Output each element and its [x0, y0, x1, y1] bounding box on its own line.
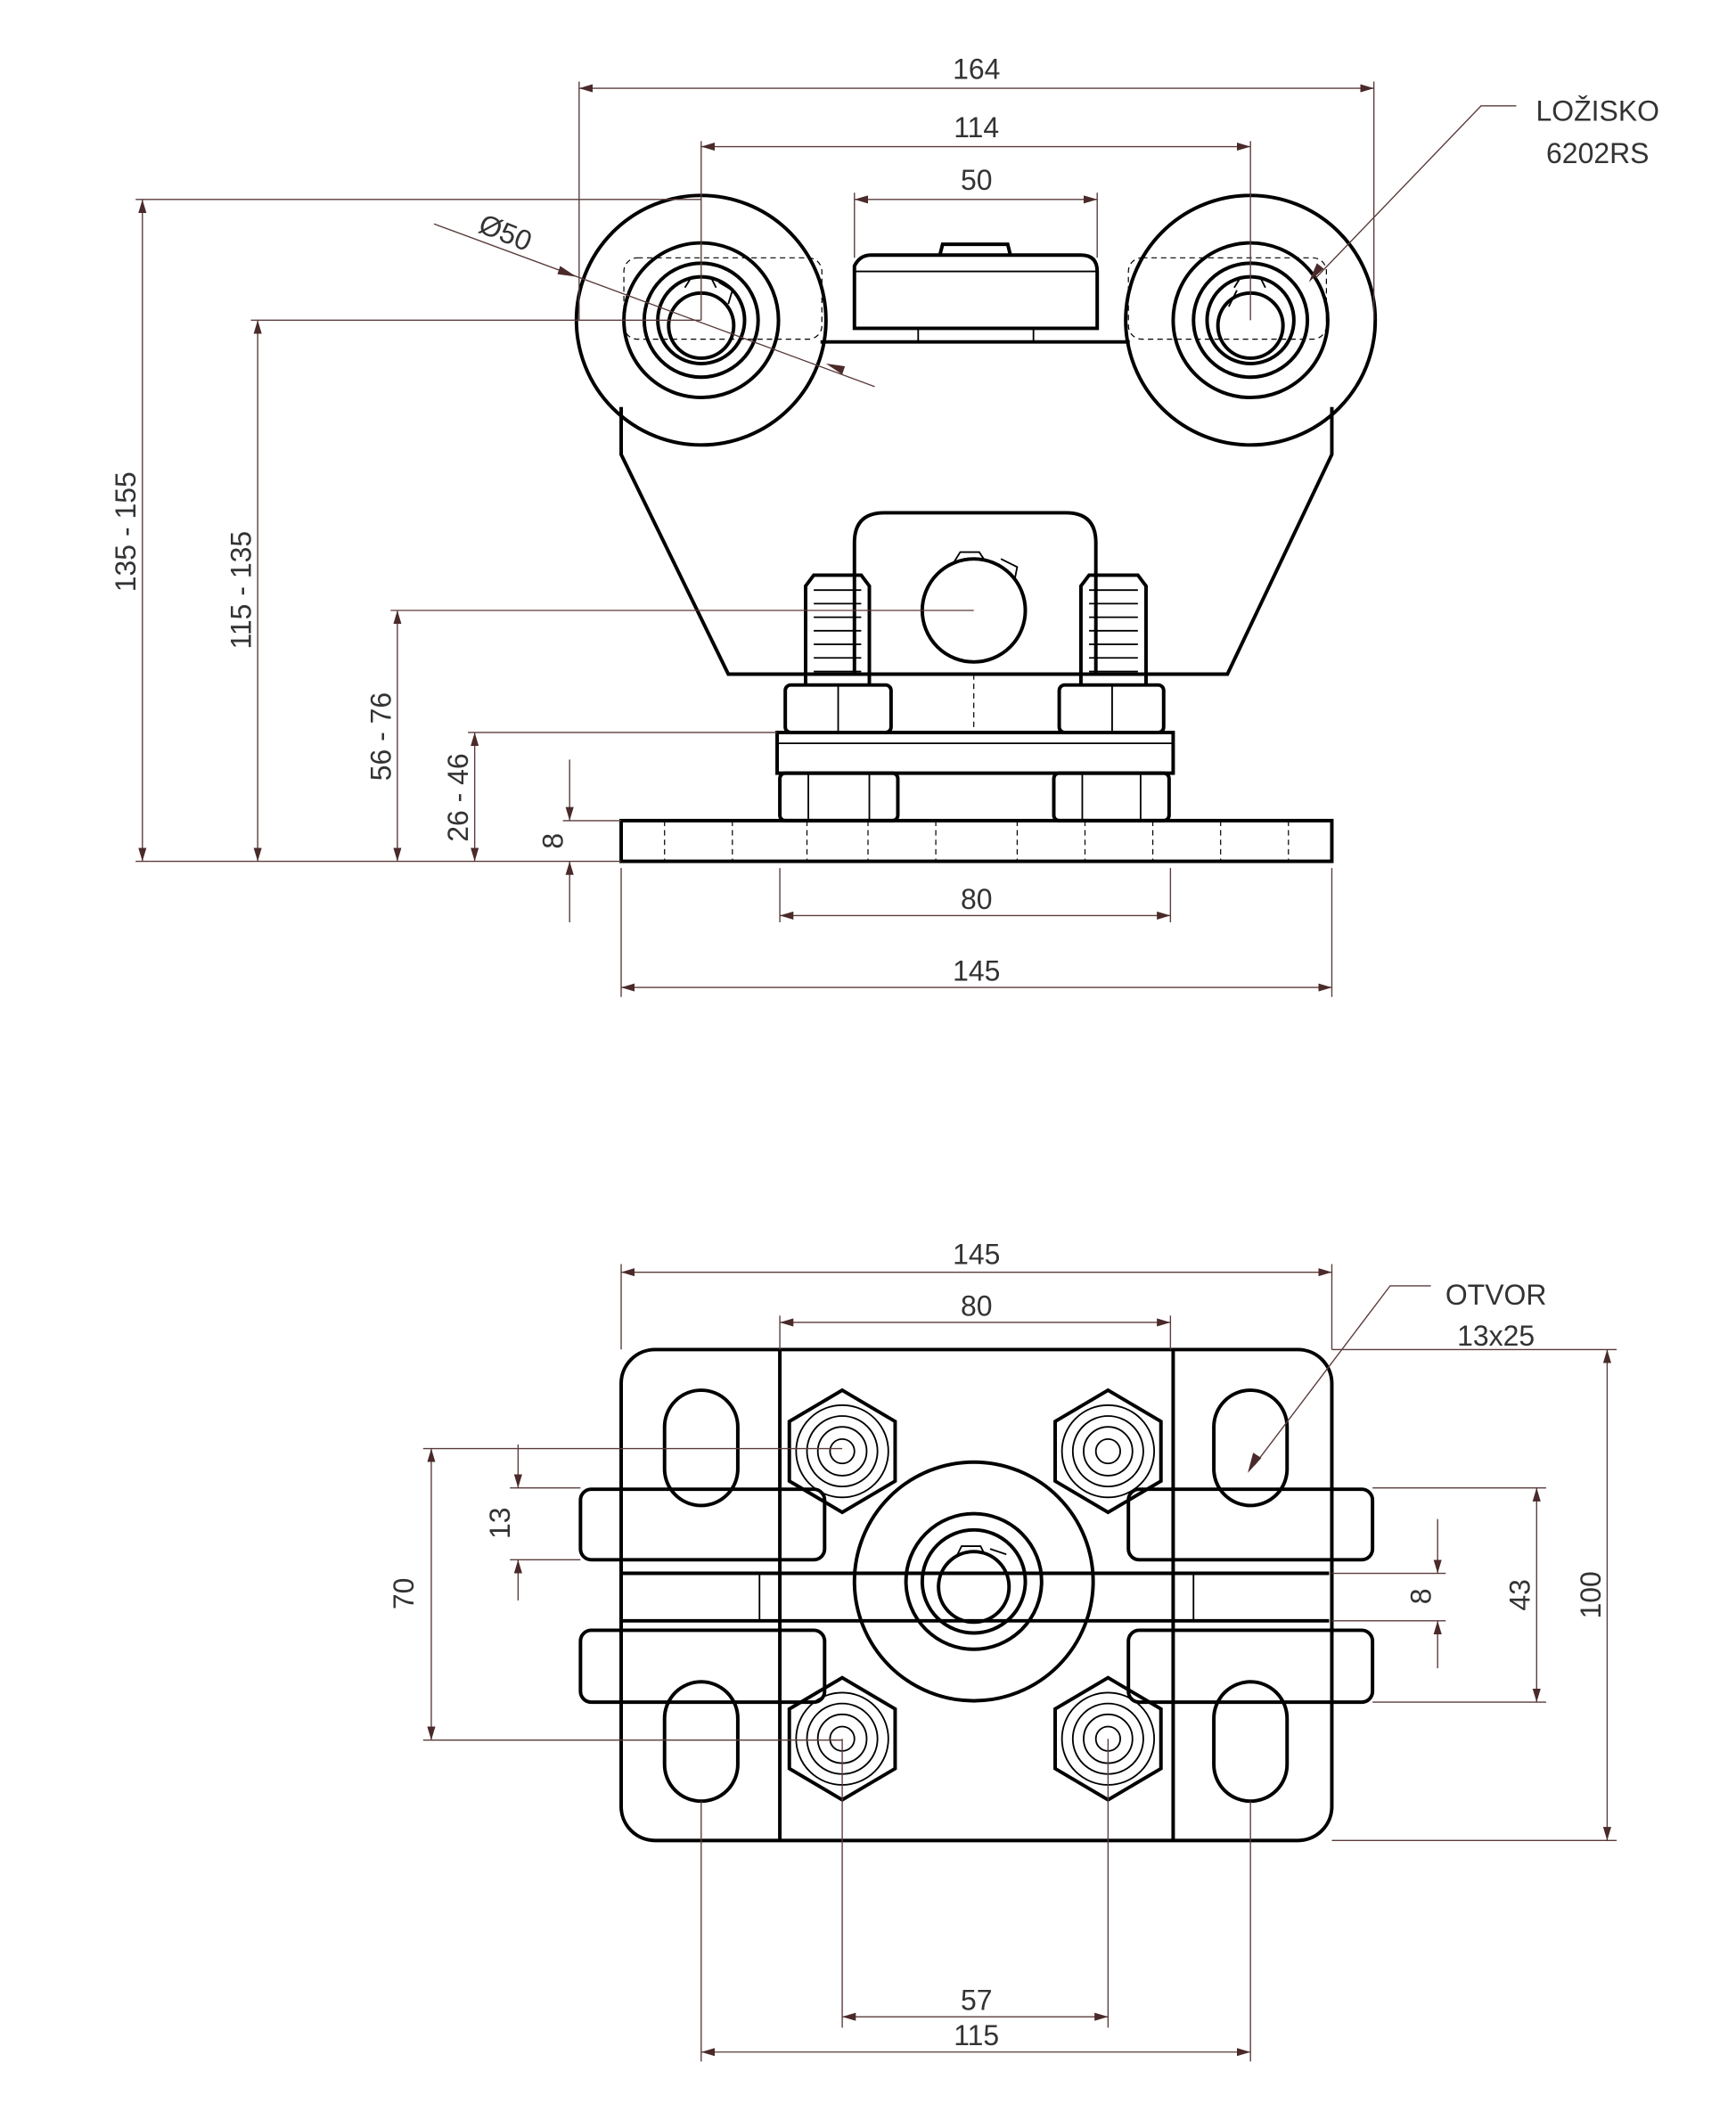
dim-56-76: 56 - 76 [364, 692, 397, 781]
callout-hole-line2: 13x25 [1457, 1320, 1535, 1352]
dim-57: 57 [961, 1985, 993, 2017]
dim-80: 80 [961, 883, 993, 915]
top-guide-block [820, 242, 1130, 344]
clamp-plate [775, 730, 1175, 775]
dim-43: 43 [1504, 1579, 1536, 1611]
dim-115: 115 [954, 2019, 999, 2051]
right-bolt [1052, 573, 1171, 823]
central-boss-top [852, 1460, 1096, 1703]
dim-50: 50 [961, 164, 993, 196]
dimensions-front [135, 81, 1517, 997]
base-plate [619, 818, 1334, 864]
dim-8: 8 [537, 833, 569, 849]
dim-13: 13 [484, 1507, 516, 1539]
dim-80-bottom: 80 [961, 1289, 993, 1322]
dim-145: 145 [953, 954, 1000, 986]
dimensions-bottom [422, 1264, 1617, 2062]
left-bolt [778, 573, 900, 823]
dim-26-46: 26 - 46 [442, 753, 474, 841]
carriage-body [619, 406, 1334, 676]
dim-164: 164 [953, 53, 1000, 85]
dim-114: 114 [954, 111, 999, 143]
bottom-view: 145 80 70 13 8 43 100 57 115 OTVOR 13x25 [388, 1239, 1617, 2062]
callout-bearing-line1: LOŽISKO [1536, 95, 1659, 127]
nuts [787, 1387, 1163, 1802]
dim-8-bottom: 8 [1405, 1589, 1437, 1605]
dim-100: 100 [1575, 1571, 1607, 1618]
dim-115-135: 115 - 135 [225, 531, 258, 650]
clamp-bars [578, 1487, 1375, 1705]
callout-hole-line1: OTVOR [1445, 1279, 1547, 1311]
callout-bearing-line2: 6202RS [1546, 137, 1649, 169]
dim-145-bottom: 145 [953, 1239, 1000, 1271]
dim-135-155: 135 - 155 [110, 471, 142, 592]
dim-70: 70 [388, 1578, 420, 1610]
dim-diameter-50: Ø50 [474, 208, 536, 258]
front-view: 164 114 50 Ø50 135 - 155 115 - 135 56 - … [110, 53, 1659, 997]
base-plate-top [619, 1347, 1334, 1843]
